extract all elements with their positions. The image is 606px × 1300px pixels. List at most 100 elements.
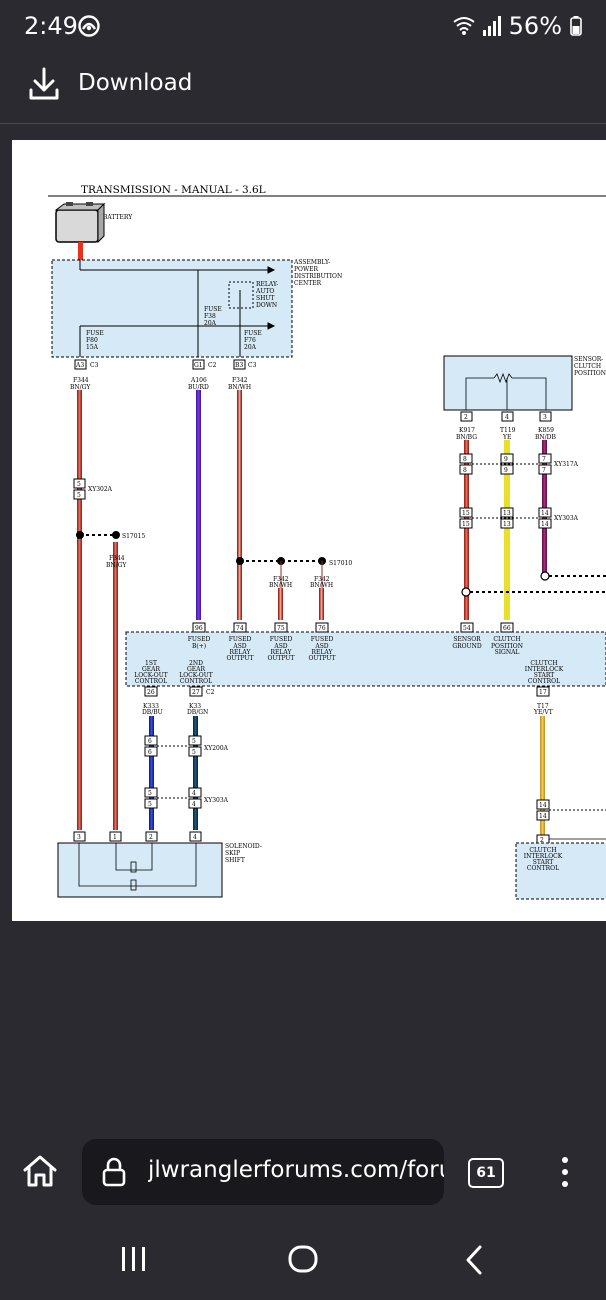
- more-menu-icon[interactable]: [560, 1156, 570, 1188]
- xy303a-pin-15b: 15: [462, 521, 470, 528]
- xy200a-label: XY200A: [204, 745, 229, 752]
- home-nav-icon[interactable]: [288, 1245, 318, 1273]
- svg-text:SHIFT: SHIFT: [225, 857, 245, 864]
- csp-pin-3: 3: [543, 414, 547, 421]
- battery-percent: 56%: [508, 12, 562, 40]
- xy303a-pin-5b: 5: [148, 801, 152, 808]
- wire-f344b-color: BN/GY: [106, 562, 127, 569]
- xy303a-pin-4a: 4: [192, 790, 196, 797]
- xy317a-pin-9a: 9: [504, 456, 508, 463]
- svg-text:15A: 15A: [86, 344, 99, 351]
- svg-text:RELAY-: RELAY-: [256, 281, 278, 288]
- svg-text:SHUT: SHUT: [256, 295, 274, 302]
- xy303a-pin-15a: 15: [462, 510, 470, 517]
- xy302a-pin-a: 5: [77, 481, 81, 488]
- url-text[interactable]: jlwranglerforums.com/forums: [148, 1157, 444, 1183]
- svg-text:20A: 20A: [204, 320, 217, 327]
- relay-label: RELAY- AUTO SHUT DOWN: [255, 281, 278, 309]
- wire-t17-color: YE/VT: [533, 709, 553, 716]
- clutch-position-sensor-box: [443, 355, 573, 411]
- wire-t17: [540, 716, 545, 836]
- svg-text:F38: F38: [204, 313, 216, 320]
- xy303a-pin-14a: 14: [541, 510, 549, 517]
- ecm-asd1-label-4: OUTPUT: [227, 655, 254, 662]
- address-bar[interactable]: jlwranglerforums.com/forums: [82, 1139, 444, 1205]
- wire-f344b-label: F344: [109, 555, 125, 562]
- svg-text:DOWN: DOWN: [256, 302, 277, 309]
- xy302a-label: XY302A: [88, 486, 113, 493]
- battery-symbol: [54, 202, 106, 244]
- ecm-gear1-label-3: LOCK-OUT: [134, 672, 168, 679]
- system-navigation-bar: [0, 1218, 606, 1300]
- svg-text:POWER: POWER: [294, 266, 319, 273]
- battery-icon: [570, 16, 582, 36]
- fuse-f80-label: FUSE F80 15A: [86, 330, 104, 351]
- wire-t17-label: T17: [537, 703, 549, 710]
- recent-apps-icon[interactable]: [120, 1246, 148, 1272]
- ecm-pin-17: 17: [539, 689, 547, 696]
- lock-icon: [102, 1157, 126, 1187]
- download-button-label[interactable]: Download: [78, 70, 193, 96]
- ecm-fused-b-label: FUSED: [188, 636, 211, 643]
- ecm-module-box: [125, 631, 606, 687]
- divider: [0, 123, 606, 124]
- svg-text:START: START: [533, 859, 554, 866]
- splice-s17010: [236, 557, 326, 565]
- ecm-clutch-signal-label: CLUTCH: [493, 636, 520, 643]
- conn-a3: A3: [75, 362, 84, 369]
- pdf-page[interactable]: TRANSMISSION - MANUAL - 3.6L BATTERY ASS…: [12, 140, 606, 921]
- ecm-asd3-label-3: RELAY: [312, 649, 334, 656]
- ecm-gear2-label: 2ND: [189, 660, 203, 667]
- csp-pin-4: 4: [505, 414, 509, 421]
- pdc-box: [51, 259, 293, 358]
- tab-switcher-button[interactable]: 61: [468, 1158, 504, 1188]
- wire-t119-color: YE: [502, 434, 511, 441]
- xy200a-pin-5a: 5: [192, 738, 196, 745]
- back-icon[interactable]: [464, 1245, 484, 1275]
- xy200a-pin-5b: 5: [192, 749, 196, 756]
- wire-f344-color: BN/GY: [70, 384, 91, 391]
- svg-text:SKIP: SKIP: [225, 850, 240, 857]
- wire-k917-label: K917: [459, 427, 475, 434]
- ecm-sensor-ground-label: SENSOR: [453, 636, 481, 643]
- signal-icon: [482, 16, 501, 36]
- wire-k33-label: K33: [189, 703, 201, 710]
- xy303a-pin-13b: 13: [503, 521, 511, 528]
- xy200a-pin-6b: 6: [148, 749, 152, 756]
- xy317a-pin-9b: 9: [504, 467, 508, 474]
- svg-text:FUSE: FUSE: [86, 330, 104, 337]
- download-bar: Download: [0, 54, 606, 124]
- svg-text:AUTO: AUTO: [255, 288, 274, 295]
- ecm-asd2-label-3: RELAY: [271, 649, 293, 656]
- ecm-gear1-label: 1ST: [145, 660, 157, 667]
- ecm-gear1-label-4: CONTROL: [135, 678, 167, 685]
- solenoid-pin-3: 3: [77, 834, 81, 841]
- status-bar: 2:49 56%: [0, 0, 606, 54]
- ecm-pin-27: 27: [192, 689, 200, 696]
- ecm-asd1-label: FUSED: [229, 636, 252, 643]
- xy303a-pin-4b: 4: [192, 801, 196, 808]
- ecm-asd2-label: FUSED: [270, 636, 293, 643]
- svg-text:INTERLOCK: INTERLOCK: [524, 853, 563, 860]
- wire-k333: [149, 716, 154, 830]
- fuse-f38-label: FUSE F38 20A: [204, 306, 222, 327]
- conn-c2a: C2: [208, 362, 217, 369]
- download-icon[interactable]: [28, 66, 60, 102]
- wire-t119: [504, 440, 510, 620]
- ecm-asd2-label-2: ASD: [273, 643, 287, 650]
- clutch-interlock-label: CLUTCH INTERLOCK START CONTROL: [524, 847, 563, 872]
- status-indicators: 56%: [453, 12, 582, 40]
- wire-f344-label: F344: [73, 377, 89, 384]
- ecm-pin-74: 74: [236, 625, 244, 632]
- wire-k333-color: DB/BU: [142, 709, 163, 716]
- svg-text:CLUTCH: CLUTCH: [574, 363, 601, 370]
- wire-t119-label: T119: [500, 427, 516, 434]
- home-icon[interactable]: [22, 1154, 58, 1188]
- ecm-asd1-label-3: RELAY: [230, 649, 252, 656]
- wifi-icon: [453, 17, 475, 35]
- ecm-pin-76: 76: [318, 625, 326, 632]
- svg-text:FUSE: FUSE: [204, 306, 222, 313]
- svg-text:CLUTCH: CLUTCH: [529, 847, 556, 854]
- ecm-clutch-interlock-label-3: START: [534, 672, 555, 679]
- xy303a-pin-5a: 5: [148, 790, 152, 797]
